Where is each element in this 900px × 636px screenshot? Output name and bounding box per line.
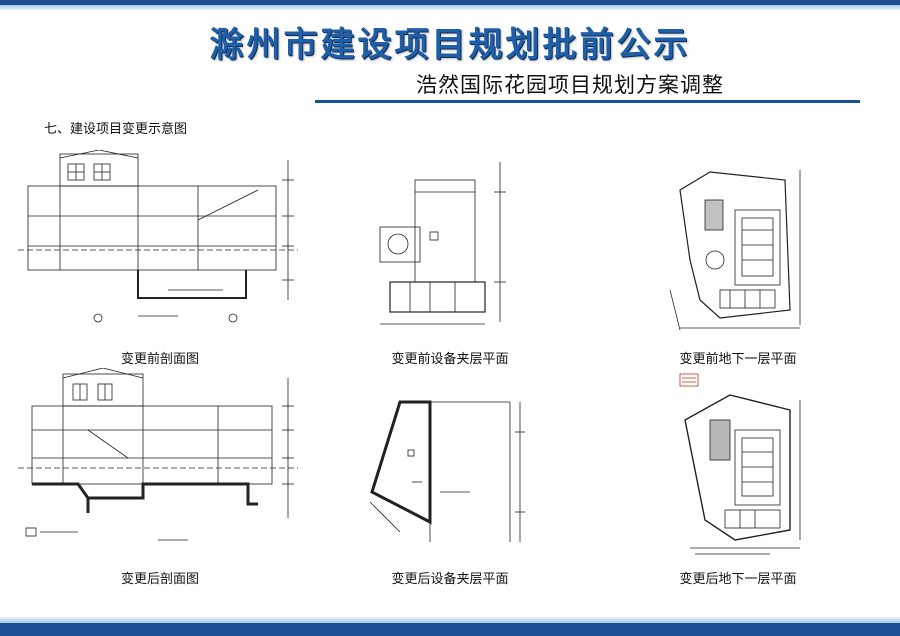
caption-after-section: 变更后剖面图 — [120, 572, 199, 587]
caption-after-mezzanine: 变更后设备夹层平面 — [391, 572, 509, 587]
drawing-before-section — [18, 150, 318, 330]
drawing-after-basement — [650, 370, 830, 558]
sub-title: 浩然国际花园项目规划方案调整 — [416, 73, 724, 97]
section-heading: 七、建设项目变更示意图 — [44, 122, 188, 137]
top-band-dark — [0, 0, 900, 5]
caption-before-basement: 变更前地下一层平面 — [679, 352, 797, 367]
bottom-band-light — [0, 617, 900, 623]
main-title: 滁州市建设项目规划批前公示 — [209, 25, 691, 65]
drawing-before-basement — [650, 150, 830, 335]
caption-before-section: 变更前剖面图 — [120, 352, 199, 367]
drawing-after-section — [18, 368, 318, 548]
bottom-band-dark — [0, 623, 900, 636]
caption-after-basement: 变更后地下一层平面 — [679, 572, 797, 587]
top-band-light — [0, 5, 900, 10]
drawing-after-mezzanine — [360, 372, 540, 552]
caption-before-mezzanine: 变更前设备夹层平面 — [391, 352, 509, 367]
drawing-before-mezzanine — [370, 152, 530, 332]
sub-title-underline — [315, 100, 860, 103]
